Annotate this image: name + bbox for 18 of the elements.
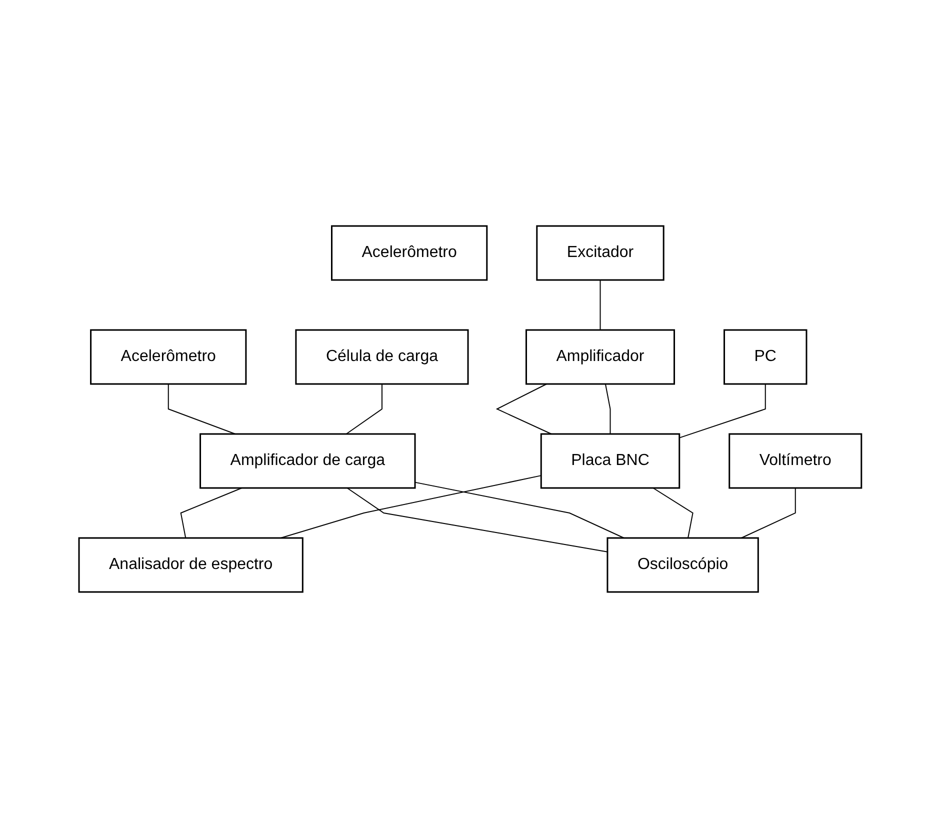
node-box: Célula de carga <box>295 328 469 384</box>
node-box: Osciloscópio <box>606 536 759 592</box>
node-box: PC <box>723 328 808 384</box>
node-box: Excitador <box>536 224 664 280</box>
node-box: Acelerômetro <box>90 328 246 384</box>
node-box: Placa BNC <box>540 432 680 488</box>
connector <box>346 487 608 552</box>
connector <box>652 487 694 538</box>
node-box: Amplificador de carga <box>199 432 416 488</box>
node-box: Analisador de espectro <box>78 536 304 592</box>
node-box: Voltímetro <box>728 432 862 488</box>
node-box: Amplificador <box>525 328 675 384</box>
connector <box>678 383 766 438</box>
connector <box>346 383 382 434</box>
connector <box>180 487 242 538</box>
connector <box>604 383 611 434</box>
node-box: Acelerômetro <box>330 224 488 280</box>
connector <box>600 279 601 330</box>
